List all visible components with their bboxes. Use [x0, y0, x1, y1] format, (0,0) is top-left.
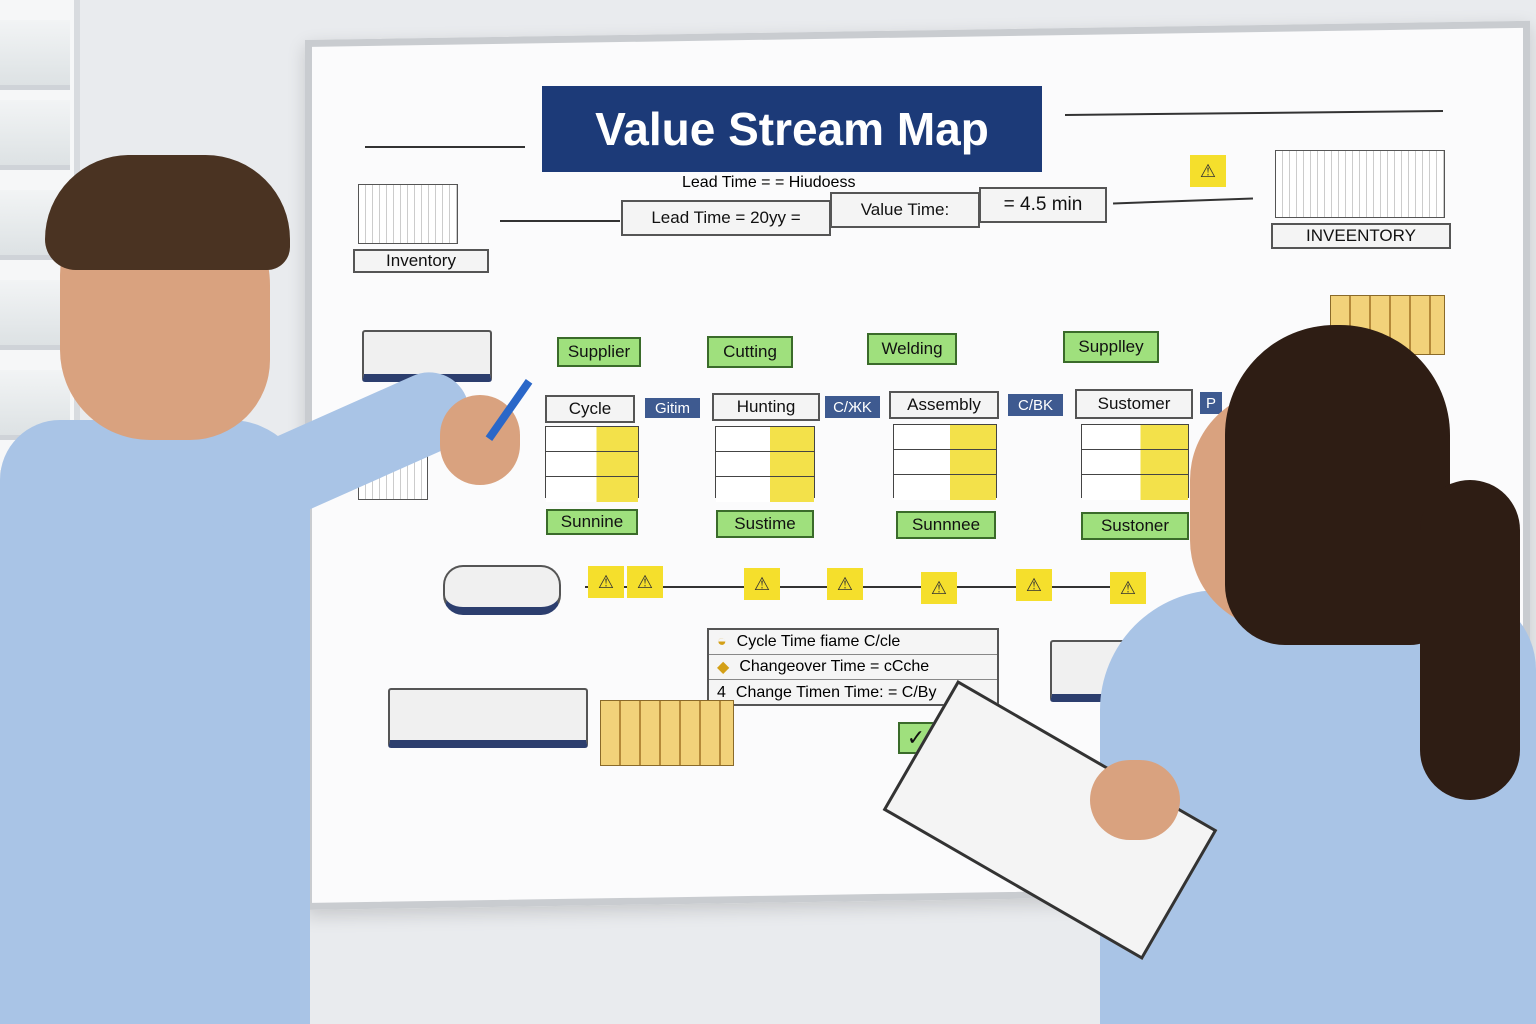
legend-text: Changeover Time = cCche — [739, 658, 930, 675]
data-box — [893, 424, 997, 500]
car-icon — [443, 565, 561, 615]
woman-ponytail — [1420, 480, 1520, 800]
station-sustomer: Sustomer — [1075, 389, 1193, 419]
value-time-box: Value Time: — [830, 192, 980, 228]
bottom-label: Sunnnee — [896, 511, 996, 539]
bottom-label: Sustoner — [1081, 512, 1189, 540]
bottom-label: Sunnine — [546, 509, 638, 535]
flow-line — [585, 586, 1145, 588]
legend-marker: 4 — [717, 683, 726, 701]
divider — [365, 146, 525, 148]
station-assembly: Assembly — [889, 391, 999, 419]
legend-text: Change Timen Time: = C/By — [735, 683, 937, 701]
data-box — [545, 426, 639, 502]
station-tag: Gitim — [645, 398, 700, 418]
legend-row: 4 Change Timen Time: = C/By — [709, 680, 997, 705]
inventory-triangle-icon: ⚠ — [827, 568, 863, 600]
process-welding: Welding — [867, 333, 957, 365]
board-subtitle: Lead Time = = Hiudoess — [682, 174, 856, 191]
inventory-chart-icon — [358, 184, 458, 244]
window-pane — [0, 100, 70, 170]
station-cycle: Cycle — [545, 395, 635, 423]
board-title: Value Stream Map — [542, 86, 1042, 172]
legend-row: ◒ Cycle Time fiame C/cle — [709, 630, 997, 655]
bottom-label: Sustime — [716, 510, 814, 538]
woman-hair — [1225, 325, 1450, 645]
legend-marker: ◒ — [717, 633, 727, 650]
inventory-triangle-icon: ⚠ — [1016, 569, 1052, 601]
timeline-arrow — [500, 220, 620, 222]
woman-hand — [1090, 760, 1180, 840]
legend-marker: ◆ — [717, 659, 730, 676]
man-hair — [45, 155, 290, 270]
station-hunting: Hunting — [712, 393, 820, 421]
inventory-triangle-icon: ⚠ — [1110, 572, 1146, 604]
window-pane — [0, 280, 70, 350]
window-pane — [0, 20, 70, 90]
station-tag: P — [1200, 392, 1222, 414]
station-tag: C/ЖK — [825, 396, 880, 418]
boxes-icon — [600, 700, 734, 766]
warning-triangle-icon: ⚠ — [1190, 155, 1226, 187]
process-supplley: Supplley — [1063, 331, 1159, 363]
data-box — [715, 426, 815, 502]
data-box — [1081, 424, 1189, 500]
process-supplier: Supplier — [557, 337, 641, 367]
value-amount-box: = 4.5 min — [979, 187, 1107, 223]
inventory-chart-icon — [1275, 150, 1445, 218]
inventory-triangle-icon: ⚠ — [627, 566, 663, 598]
truck-icon — [388, 688, 588, 748]
inventory-triangle-icon: ⚠ — [588, 566, 624, 598]
legend-row: ◆ Changeover Time = cCche — [709, 655, 997, 680]
station-tag: C/BK — [1008, 394, 1063, 416]
inventory-label-left: Inventory — [353, 249, 489, 273]
lead-time-box: Lead Time = 20yy = — [621, 200, 831, 236]
inventory-label-right: INVEENTORY — [1271, 223, 1451, 249]
inventory-triangle-icon: ⚠ — [921, 572, 957, 604]
inventory-triangle-icon: ⚠ — [744, 568, 780, 600]
legend-text: Cycle Time fiame C/cle — [736, 633, 901, 650]
process-cutting: Cutting — [707, 336, 793, 368]
